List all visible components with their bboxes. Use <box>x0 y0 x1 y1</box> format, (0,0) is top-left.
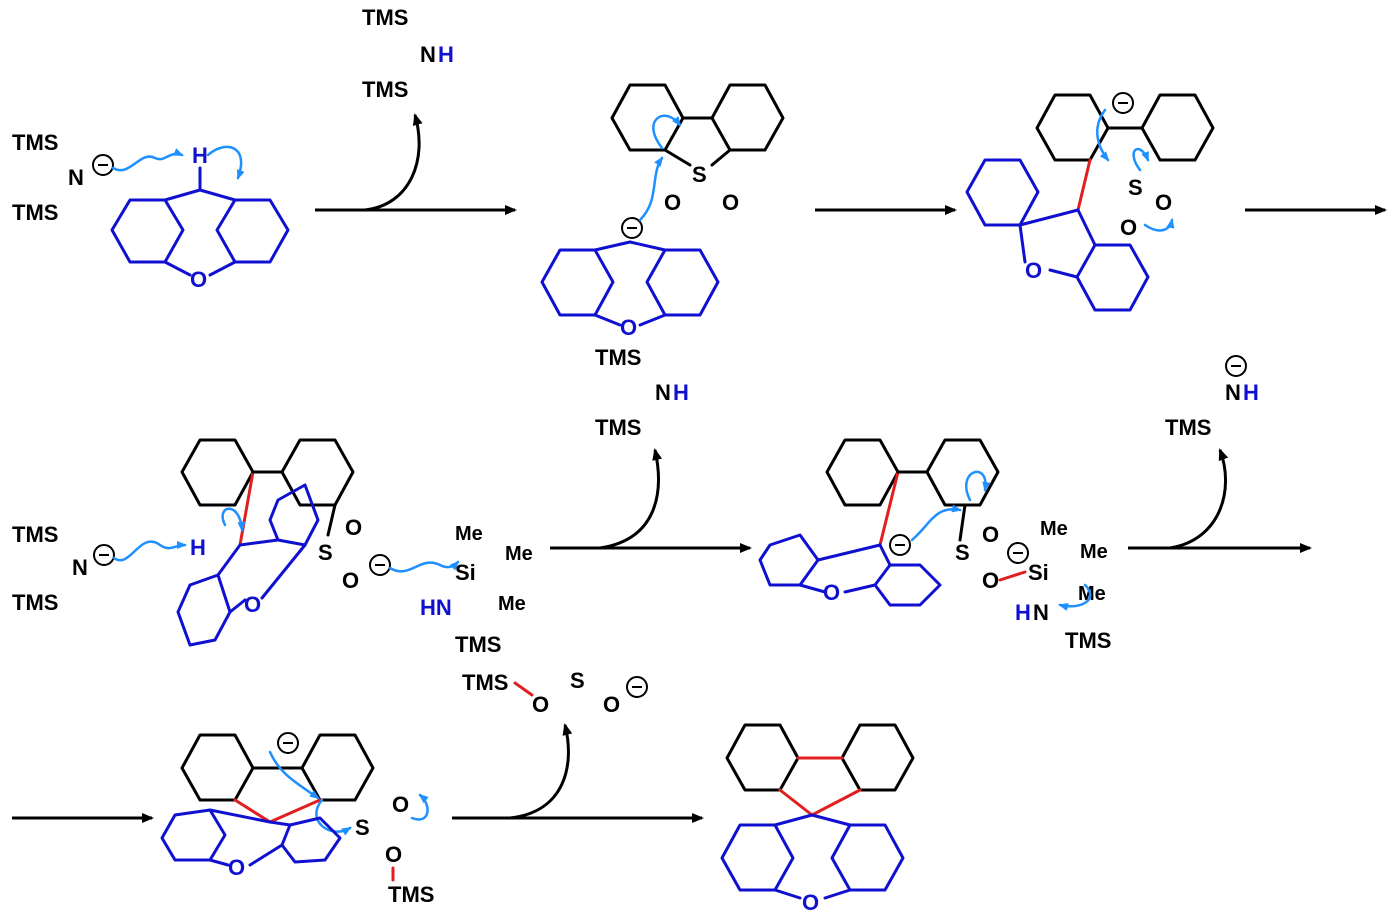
svg-text:TMS: TMS <box>1165 415 1211 440</box>
svg-text:O: O <box>392 792 409 817</box>
silyl-sulfite-byproduct: TMS O S O <box>462 668 648 717</box>
tms-label: TMS <box>12 130 58 155</box>
svg-text:Me: Me <box>1040 518 1068 540</box>
svg-text:O: O <box>345 515 362 540</box>
svg-text:HN: HN <box>420 595 452 620</box>
svg-text:O: O <box>620 315 637 340</box>
svg-text:N: N <box>420 42 436 67</box>
svg-text:O: O <box>532 692 549 717</box>
svg-text:O: O <box>823 580 840 605</box>
xanthenyl-anion-1: O <box>540 156 720 340</box>
svg-text:O: O <box>802 890 819 915</box>
negative-charge-icon <box>93 544 115 566</box>
svg-text:O: O <box>722 190 739 215</box>
svg-text:H: H <box>190 535 206 560</box>
hmds-silyl-reagent: Me Me Si Me HN TMS <box>420 523 533 657</box>
svg-text:TMS: TMS <box>362 77 408 102</box>
svg-text:S: S <box>1128 175 1143 200</box>
svg-text:Me: Me <box>1078 583 1106 605</box>
svg-text:Si: Si <box>455 560 476 585</box>
svg-text:TMS: TMS <box>362 5 408 30</box>
lihmds-anion-2: TMS N TMS <box>12 522 187 615</box>
svg-text:N: N <box>1225 380 1241 405</box>
svg-text:TMS: TMS <box>595 415 641 440</box>
svg-text:Me: Me <box>498 593 526 615</box>
svg-text:S: S <box>318 540 333 565</box>
svg-text:Me: Me <box>505 543 533 565</box>
carbanion-silicate-intermediate: S O O O Me Me Si Me H N TMS <box>758 438 1111 653</box>
svg-text:O: O <box>342 568 359 593</box>
adduct-intermediate: S O O O <box>965 92 1215 312</box>
svg-text:S: S <box>955 540 970 565</box>
svg-text:N: N <box>72 555 88 580</box>
svg-text:S: S <box>692 162 707 187</box>
svg-text:O: O <box>1155 190 1172 215</box>
hydrogen-label: H <box>192 143 208 168</box>
svg-text:O: O <box>603 692 620 717</box>
svg-text:TMS: TMS <box>388 882 434 907</box>
svg-text:S: S <box>355 815 370 840</box>
svg-text:Me: Me <box>455 523 483 545</box>
svg-text:O: O <box>244 592 261 617</box>
svg-text:O: O <box>982 522 999 547</box>
svg-text:S: S <box>570 668 585 693</box>
hmds-byproduct-1: TMS N H TMS <box>362 5 454 102</box>
amide-byproduct: N H TMS <box>1165 355 1259 440</box>
lihmds-anion-1: TMS N TMS <box>12 130 184 225</box>
svg-text:Me: Me <box>1080 541 1108 563</box>
svg-text:TMS: TMS <box>595 345 641 370</box>
svg-text:Si: Si <box>1028 560 1049 585</box>
svg-text:N: N <box>1033 600 1049 625</box>
svg-text:TMS: TMS <box>12 590 58 615</box>
svg-text:O: O <box>1120 215 1137 240</box>
svg-text:TMS: TMS <box>12 522 58 547</box>
svg-text:H: H <box>1243 380 1259 405</box>
tms-label: TMS <box>12 200 58 225</box>
svg-text:O: O <box>1025 258 1042 283</box>
svg-text:TMS: TMS <box>455 632 501 657</box>
svg-text:O: O <box>664 190 681 215</box>
svg-text:TMS: TMS <box>462 670 508 695</box>
svg-text:N: N <box>655 380 671 405</box>
negative-charge-icon <box>92 154 114 176</box>
dibenzothiophene-dioxide: S O O <box>610 83 785 215</box>
svg-text:O: O <box>385 842 402 867</box>
spirofluorene-xanthene-product: O <box>720 723 915 915</box>
svg-text:TMS: TMS <box>1065 628 1111 653</box>
svg-text:H: H <box>1015 600 1031 625</box>
svg-text:O: O <box>982 568 999 593</box>
svg-text:H: H <box>673 380 689 405</box>
nitrogen-label: N <box>68 165 84 190</box>
hmds-byproduct-2: TMS N H TMS <box>595 345 689 440</box>
svg-text:O: O <box>228 855 245 880</box>
ring-opened-sulfinate: S O O H O <box>176 438 460 647</box>
spiro-carbanion-intermediate: S O O TMS O <box>160 732 434 907</box>
oxygen-label: O <box>190 267 207 292</box>
svg-text:H: H <box>438 42 454 67</box>
negative-charge-icon <box>621 217 643 239</box>
xanthene-molecule-1: H O <box>110 143 290 292</box>
